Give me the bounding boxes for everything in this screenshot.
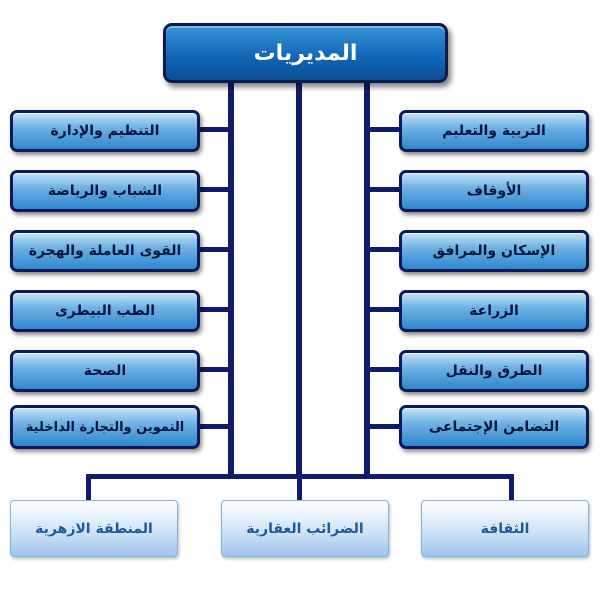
- node-label: الأوقاف: [466, 183, 522, 199]
- node-right-3: الإسكان والمرافق: [399, 230, 589, 272]
- node-label: الثقافة: [480, 520, 530, 537]
- node-label: الصحة: [83, 363, 127, 379]
- node-label: التموين والتجارة الداخلية: [25, 419, 185, 435]
- connector-left-stub-4: [198, 307, 231, 312]
- connector-left-stub-5: [198, 367, 231, 372]
- connector-center-trunk: [296, 82, 302, 477]
- title-text: المديريات: [253, 40, 358, 66]
- connector-left-stub-2: [198, 187, 231, 192]
- connector-right-stub-2: [367, 187, 402, 192]
- connector-right-stub-1: [367, 127, 402, 132]
- connector-left-trunk: [228, 82, 234, 477]
- connector-left-stub-6: [198, 424, 231, 429]
- node-bottom-2: الضرائب العقارية: [221, 500, 389, 557]
- node-label: الطرق والنقل: [445, 363, 543, 379]
- node-label: التربية والتعليم: [442, 123, 546, 139]
- node-right-5: الطرق والنقل: [399, 350, 589, 392]
- node-right-1: التربية والتعليم: [399, 110, 589, 152]
- node-right-4: الزراعة: [399, 290, 589, 332]
- node-label: الطب البيطرى: [54, 303, 156, 319]
- connector-right-trunk: [364, 82, 370, 477]
- connector-right-stub-5: [367, 367, 402, 372]
- node-label: الضرائب العقارية: [246, 520, 364, 537]
- node-label: التنظيم والإدارة: [50, 123, 160, 139]
- node-left-6: التموين والتجارة الداخلية: [10, 405, 200, 449]
- connector-right-stub-4: [367, 307, 402, 312]
- node-label: التضامن الإجتماعى: [428, 419, 560, 435]
- node-label: الإسكان والمرافق: [432, 243, 556, 259]
- node-bottom-3: الثقافة: [421, 500, 589, 557]
- node-bottom-1: المنطقة الازهرية: [10, 500, 178, 557]
- connector-right-stub-6: [367, 424, 402, 429]
- node-right-6: التضامن الإجتماعى: [399, 405, 589, 449]
- node-right-2: الأوقاف: [399, 170, 589, 212]
- connector-bottom-drop-2: [297, 474, 302, 504]
- node-left-3: القوى العاملة والهجرة: [10, 230, 200, 272]
- node-left-2: الشباب والرياضة: [10, 170, 200, 212]
- title-box: المديريات: [163, 23, 448, 83]
- connector-right-stub-3: [367, 247, 402, 252]
- node-label: القوى العاملة والهجرة: [28, 243, 182, 259]
- node-label: المنطقة الازهرية: [35, 520, 153, 537]
- node-label: الشباب والرياضة: [47, 183, 163, 199]
- node-left-1: التنظيم والإدارة: [10, 110, 200, 152]
- connector-bottom-drop-1: [86, 474, 91, 504]
- node-label: الزراعة: [469, 303, 519, 319]
- connector-left-stub-3: [198, 247, 231, 252]
- node-left-5: الصحة: [10, 350, 200, 392]
- node-left-4: الطب البيطرى: [10, 290, 200, 332]
- connector-bottom-drop-3: [509, 474, 514, 504]
- connector-left-stub-1: [198, 127, 231, 132]
